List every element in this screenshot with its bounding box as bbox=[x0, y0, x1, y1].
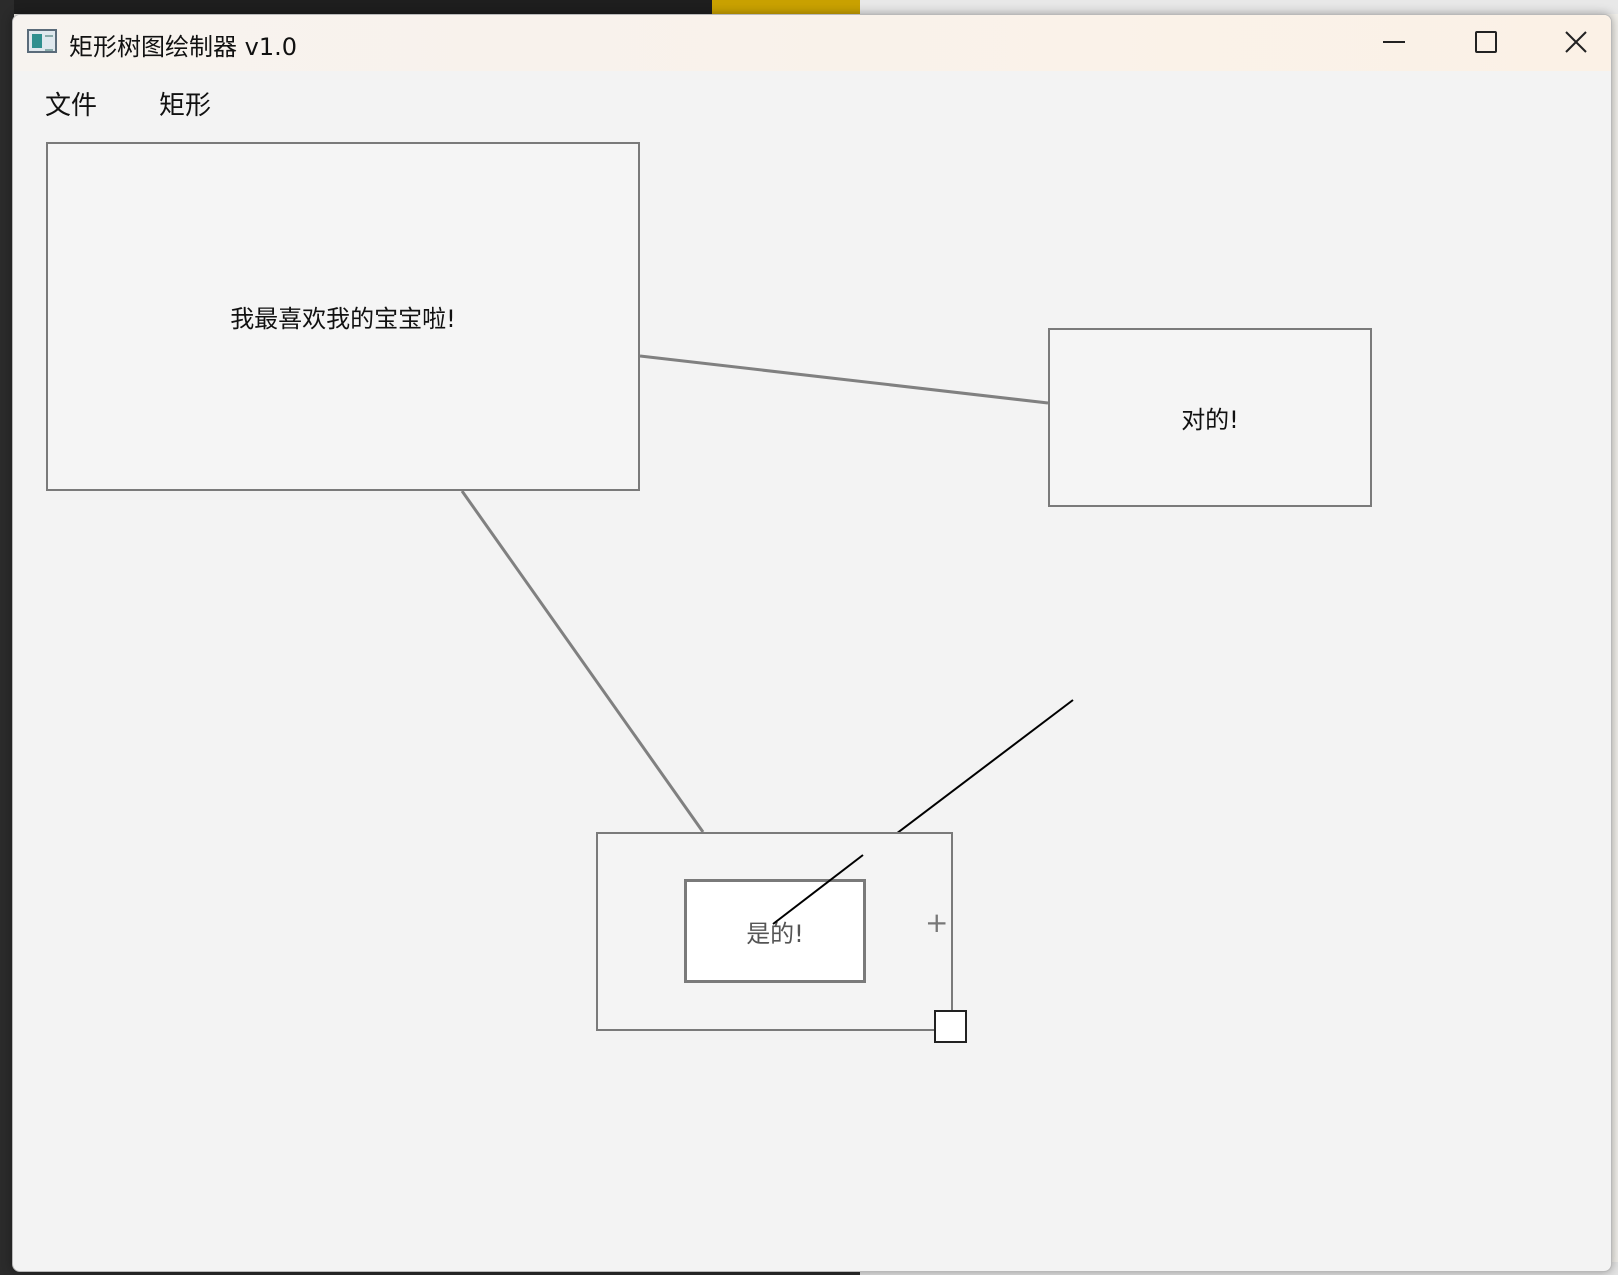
app-window: 矩形树图绘制器 v1.0 文件 矩形 我最喜欢我的宝宝啦! 对的! 是的! bbox=[12, 14, 1612, 1272]
minimize-button[interactable] bbox=[1349, 15, 1439, 71]
background-window-accent bbox=[712, 0, 862, 14]
window-title: 矩形树图绘制器 v1.0 bbox=[69, 33, 297, 61]
maximize-button[interactable] bbox=[1440, 15, 1530, 71]
close-icon bbox=[1565, 31, 1587, 53]
drawing-canvas[interactable]: 我最喜欢我的宝宝啦! 对的! 是的! + bbox=[13, 127, 1611, 1271]
node-right-label: 对的! bbox=[1181, 406, 1239, 434]
app-icon bbox=[27, 29, 57, 53]
app-icon-lines bbox=[45, 35, 53, 51]
menu-file[interactable]: 文件 bbox=[45, 91, 98, 121]
close-button[interactable] bbox=[1531, 15, 1611, 71]
background-window-right bbox=[860, 0, 1618, 14]
menu-bar: 文件 矩形 bbox=[13, 71, 1611, 127]
menu-rectangle[interactable]: 矩形 bbox=[159, 91, 212, 121]
node-child[interactable]: 是的! bbox=[684, 879, 866, 983]
node-root[interactable]: 我最喜欢我的宝宝啦! bbox=[46, 142, 640, 491]
add-child-icon[interactable]: + bbox=[925, 906, 949, 939]
title-bar[interactable]: 矩形树图绘制器 v1.0 bbox=[13, 15, 1611, 71]
edge-root-to-right bbox=[639, 354, 1049, 405]
background-window-top bbox=[14, 0, 864, 14]
resize-handle[interactable] bbox=[934, 1010, 967, 1043]
edge-root-to-child bbox=[460, 490, 705, 833]
node-root-label: 我最喜欢我的宝宝啦! bbox=[230, 305, 456, 333]
node-right[interactable]: 对的! bbox=[1048, 328, 1372, 507]
node-child-label: 是的! bbox=[746, 919, 804, 948]
app-icon-pane bbox=[32, 34, 42, 48]
background-desktop-left bbox=[0, 0, 14, 1275]
